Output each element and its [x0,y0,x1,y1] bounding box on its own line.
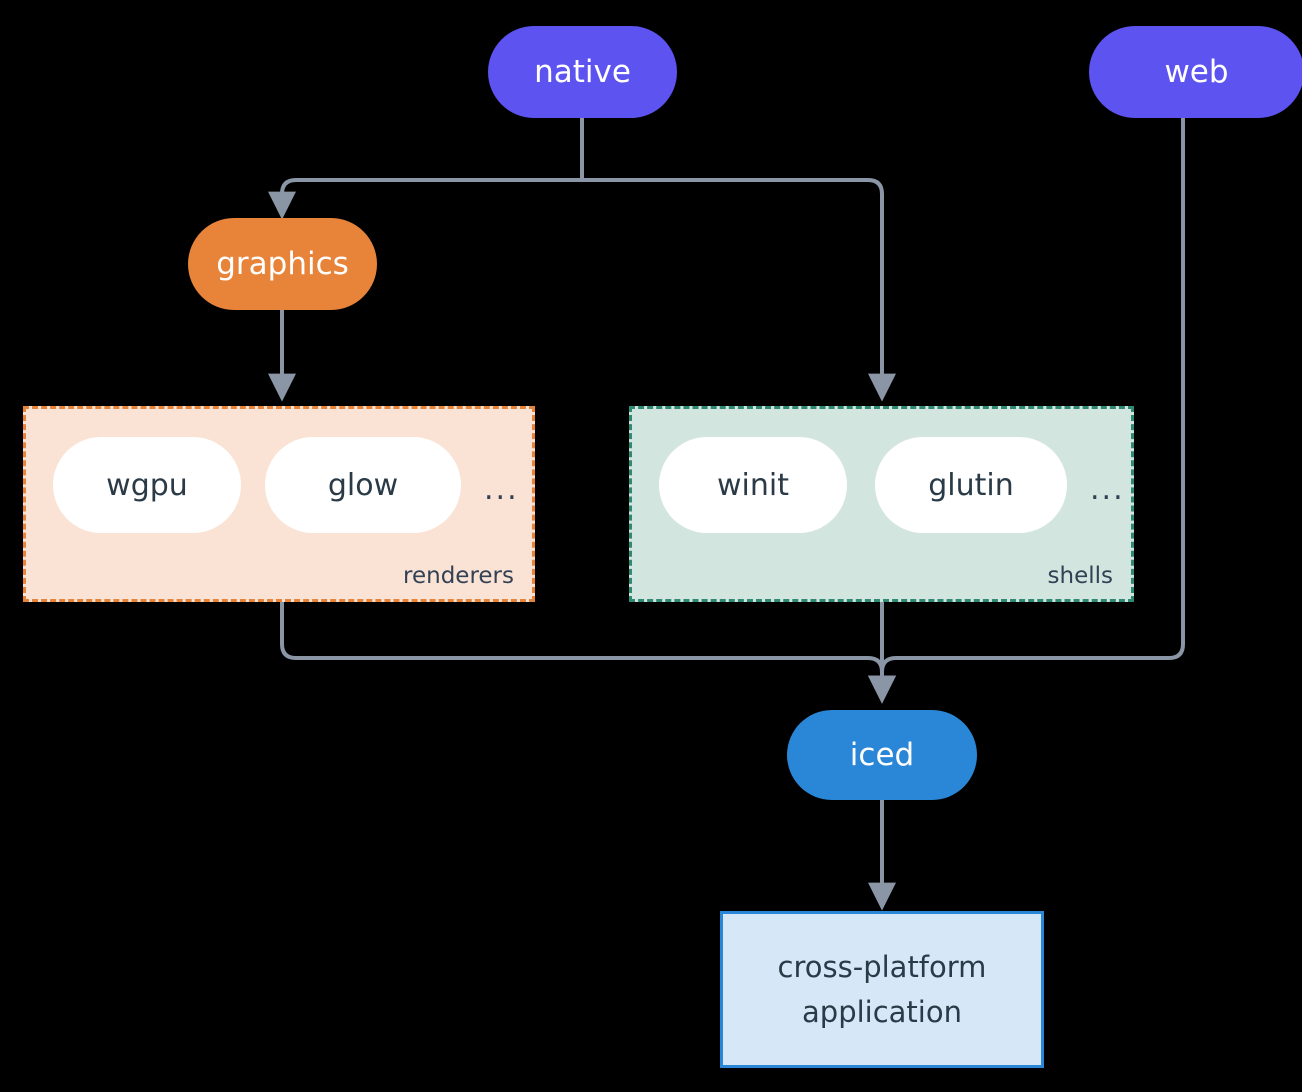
leaf-winit-label: winit [717,467,789,503]
group-shells: winit glutin ... shells [629,406,1134,602]
node-graphics-label: graphics [216,245,349,282]
leaf-wgpu-label: wgpu [106,467,188,503]
leaf-winit[interactable]: winit [659,437,847,533]
edge-renderers-iced [280,602,896,704]
group-renderers-label: renderers [403,563,514,589]
group-shells-label: shells [1047,563,1113,589]
leaf-wgpu[interactable]: wgpu [53,437,241,533]
leaf-glutin-label: glutin [928,467,1014,503]
node-application[interactable]: cross-platform application [720,911,1044,1068]
leaf-glow[interactable]: glow [265,437,461,533]
edge-native-graphics [268,178,582,220]
shells-overflow-ellipsis: ... [1090,472,1125,507]
edge-native-shells [582,178,896,402]
node-native[interactable]: native [488,26,677,118]
node-iced[interactable]: iced [787,710,977,800]
node-native-label: native [534,53,631,90]
leaf-glow-label: glow [327,467,399,503]
node-application-line1: cross-platform [777,949,987,984]
node-application-line2: application [802,994,962,1029]
node-iced-label: iced [849,736,915,773]
node-web[interactable]: web [1089,26,1302,118]
node-graphics[interactable]: graphics [188,218,377,310]
node-web-label: web [1164,53,1229,90]
group-renderers: wgpu glow ... renderers [23,406,535,602]
leaf-glutin[interactable]: glutin [875,437,1067,533]
renderers-overflow-ellipsis: ... [484,472,519,507]
